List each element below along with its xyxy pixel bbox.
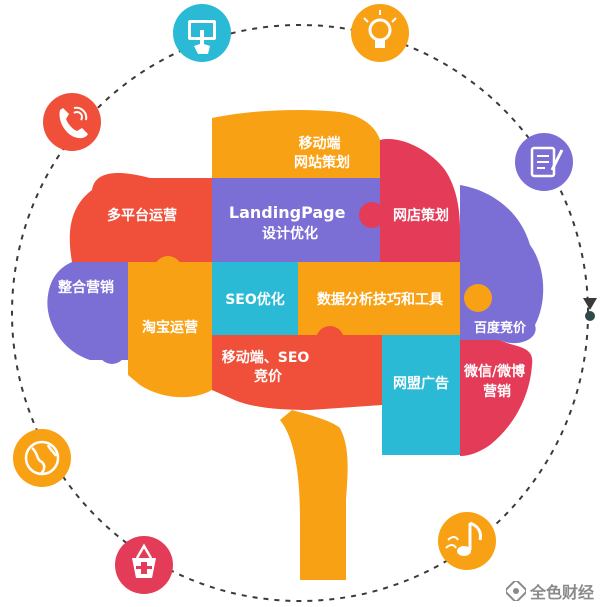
piece-affiliate-ads bbox=[382, 335, 460, 455]
piece-taobao bbox=[128, 262, 212, 398]
knob-mobile-site bbox=[251, 156, 279, 184]
shopping-basket-icon bbox=[115, 536, 173, 594]
piece-baidu-bidding bbox=[460, 185, 544, 344]
piece-seo bbox=[212, 262, 298, 335]
piece-shop-planning bbox=[380, 139, 460, 262]
label-seo: SEO优化 bbox=[225, 291, 285, 308]
watermark: 全色财经 bbox=[505, 579, 594, 603]
piece-landing-page bbox=[212, 178, 380, 262]
label-baidu-bidding: 百度竞价 bbox=[474, 320, 527, 336]
lightbulb-icon bbox=[351, 4, 409, 62]
orbit-arrow bbox=[583, 298, 597, 310]
watermark-text: 全色财经 bbox=[529, 583, 594, 602]
watermark-logo-icon bbox=[505, 581, 526, 601]
piece-integrated-marketing bbox=[47, 262, 128, 360]
label-shop-planning: 网店策划 bbox=[393, 207, 449, 224]
label-multi-platform: 多平台运营 bbox=[107, 207, 177, 224]
piece-wechat-weibo bbox=[460, 340, 533, 456]
label-wechat-weibo: 微信/微博 营销 bbox=[463, 363, 530, 400]
knob-mobile-seo bbox=[316, 326, 344, 354]
brain-stem bbox=[280, 410, 348, 580]
piece-multi-platform bbox=[69, 118, 213, 262]
label-affiliate-ads: 网盟广告 bbox=[393, 375, 449, 392]
knob-data-analysis bbox=[464, 284, 492, 312]
knob-integrated bbox=[98, 336, 126, 364]
knob-taobao bbox=[154, 256, 182, 284]
label-data-analysis: 数据分析技巧和工具 bbox=[317, 291, 443, 308]
orbit-dot bbox=[585, 311, 595, 321]
notepad-icon bbox=[515, 133, 573, 191]
label-integrated-marketing: 整合营销 bbox=[57, 279, 114, 296]
piece-mobile-site bbox=[212, 110, 380, 178]
globe-icon bbox=[13, 429, 71, 487]
phone-icon bbox=[43, 93, 101, 151]
label-landing-page: LandingPage 设计优化 bbox=[229, 203, 351, 242]
music-note-icon bbox=[438, 512, 496, 570]
touchscreen-icon bbox=[173, 4, 231, 62]
label-taobao: 淘宝运营 bbox=[142, 319, 198, 336]
piece-data-analysis bbox=[298, 262, 460, 335]
piece-mobile-seo bbox=[212, 335, 382, 410]
label-mobile-site: 移动端 网站策划 bbox=[294, 135, 350, 171]
knob-shop-planning bbox=[359, 202, 385, 228]
label-mobile-seo: 移动端、SEO 竞价 bbox=[222, 349, 314, 385]
